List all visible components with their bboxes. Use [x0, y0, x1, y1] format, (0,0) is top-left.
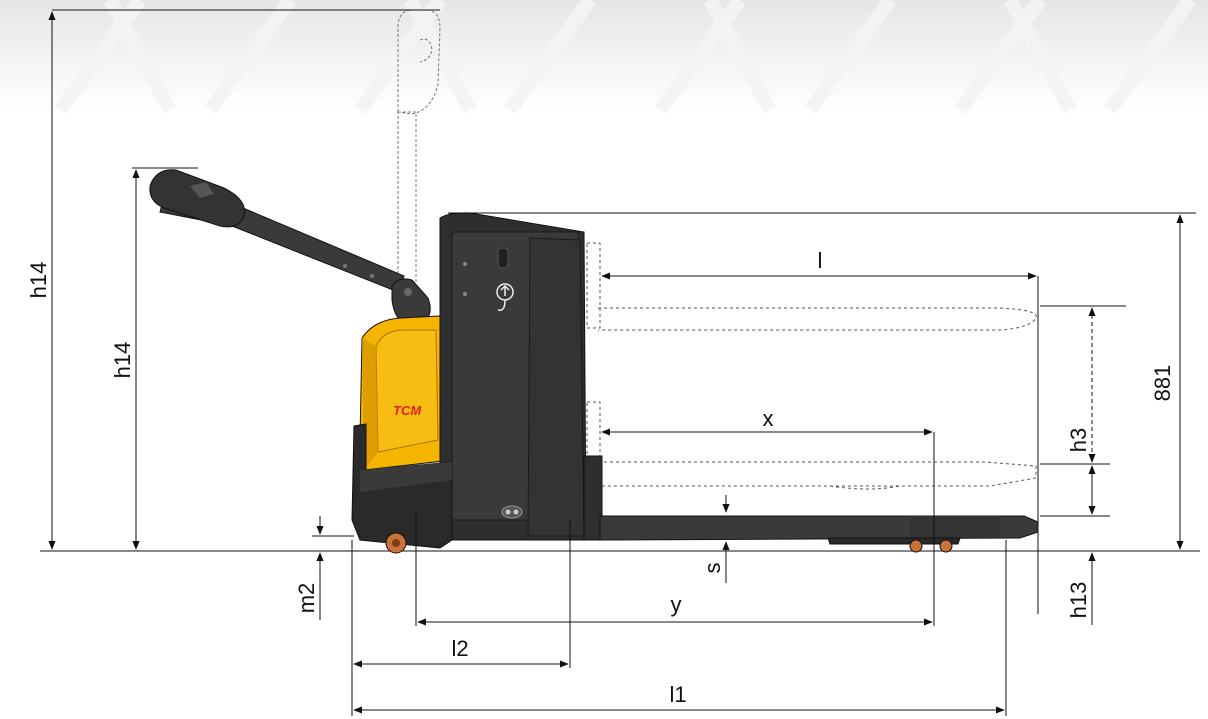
background-pattern: [0, 0, 1208, 115]
label-h13: h13: [1066, 582, 1091, 619]
wheels: [385, 532, 953, 554]
lowered-fork: [599, 515, 1039, 545]
label-s: s: [700, 563, 725, 574]
label-l: l: [818, 248, 823, 273]
label-y: y: [671, 592, 682, 617]
label-h14-tiller: h14: [110, 342, 135, 379]
label-l2: l2: [451, 636, 468, 661]
label-881: 881: [1150, 365, 1175, 402]
label-h3: h3: [1066, 428, 1091, 452]
dimension-labels: h14 h14 l x y l2 l1 s m2 h3 h13 881: [26, 248, 1175, 707]
label-h14-overall: h14: [26, 262, 51, 299]
fork-wheel-rear: [939, 539, 953, 553]
label-x: x: [763, 406, 774, 431]
label-l1: l1: [669, 682, 686, 707]
tcm-logo: TCM: [393, 403, 422, 418]
fork-wheel-front: [909, 539, 923, 553]
label-m2: m2: [294, 583, 319, 614]
raised-fork-outline: [586, 242, 1037, 490]
truck-chassis: [351, 212, 603, 549]
dimension-lines: [48, 9, 1196, 716]
tiller-arm: [149, 169, 431, 327]
yellow-cover: TCM: [359, 315, 453, 471]
